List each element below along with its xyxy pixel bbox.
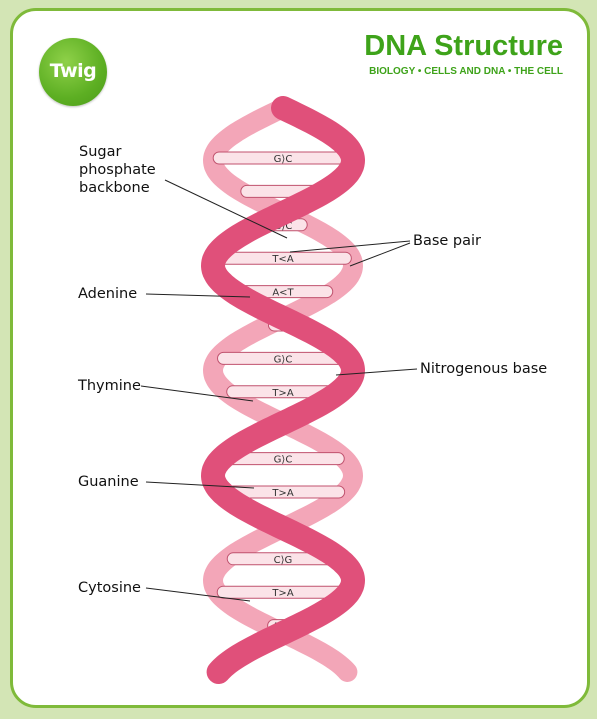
label-sugar-phosphate-backbone: Sugar phosphate backbone xyxy=(79,143,156,197)
label-cytosine: Cytosine xyxy=(78,579,141,597)
base-pair-label: T<A xyxy=(271,254,293,265)
label-guanine: Guanine xyxy=(78,473,139,491)
base-pair-label: G⟩C xyxy=(274,354,293,365)
base-pair-label: C⟩G xyxy=(274,555,293,566)
label-base-pair: Base pair xyxy=(413,232,481,250)
base-pair-label: A<T xyxy=(272,288,294,299)
label-adenine: Adenine xyxy=(78,285,137,303)
base-pair-label: G⟩C xyxy=(274,455,293,466)
leader-line-guanine xyxy=(146,482,254,488)
base-pair-label: T>A xyxy=(271,488,293,499)
base-pair-label: T>A xyxy=(271,588,293,599)
label-thymine: Thymine xyxy=(78,377,141,395)
base-pair-label: G⟩C xyxy=(274,154,293,165)
label-nitrogenous-base: Nitrogenous base xyxy=(420,360,547,378)
base-pair-label: T>A xyxy=(271,388,293,399)
